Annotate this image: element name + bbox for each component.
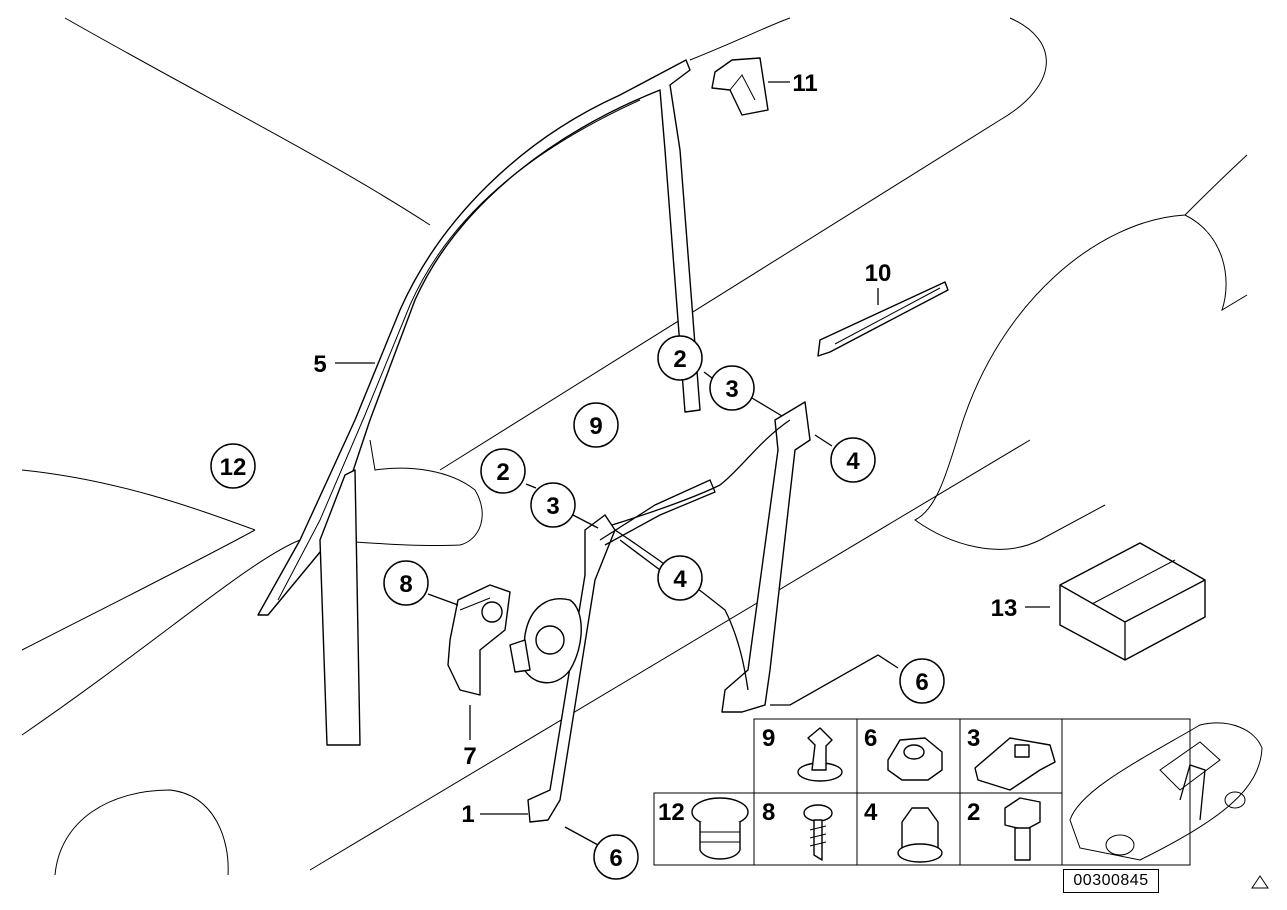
callout-9: 9 bbox=[589, 413, 602, 440]
callout-7: 7 bbox=[463, 743, 476, 770]
callout-10: 10 bbox=[865, 260, 892, 287]
window-frame-part bbox=[257, 59, 701, 746]
callout-12: 12 bbox=[220, 454, 247, 481]
parts-grid: 9 6 3 12 8 4 2 bbox=[653, 718, 1263, 866]
grid-label-8: 8 bbox=[762, 799, 775, 826]
callout-3-upper: 3 bbox=[725, 376, 738, 403]
callout-3-lower: 3 bbox=[546, 493, 559, 520]
window-regulator-part bbox=[509, 401, 811, 823]
grid-label-12: 12 bbox=[658, 799, 685, 826]
callout-8: 8 bbox=[399, 571, 412, 598]
cage-nut-icon bbox=[897, 807, 943, 863]
grid-label-3: 3 bbox=[967, 725, 980, 752]
callout-labels: 5 11 10 7 1 13 bbox=[313, 70, 1017, 828]
clip-part-icon bbox=[797, 727, 843, 782]
window-motor-part bbox=[447, 584, 511, 696]
car-body-outline bbox=[21, 17, 1248, 876]
hex-nut-icon bbox=[887, 737, 943, 781]
callout-4-upper: 4 bbox=[846, 448, 860, 475]
repair-kit-box-part bbox=[1059, 542, 1206, 661]
callout-2-lower: 2 bbox=[496, 459, 509, 486]
callout-2-upper: 2 bbox=[673, 346, 686, 373]
callout-6-bottom: 6 bbox=[609, 845, 622, 872]
catalog-number: 00300845 bbox=[1063, 869, 1159, 893]
screw-icon bbox=[803, 804, 833, 861]
grid-label-9: 9 bbox=[762, 725, 775, 752]
callout-11: 11 bbox=[792, 70, 817, 97]
bracket-clip-icon bbox=[974, 737, 1056, 791]
callout-4-lower: 4 bbox=[673, 566, 687, 593]
trim-piece-part bbox=[711, 57, 769, 116]
circled-callouts: 2 3 9 4 12 2 3 4 8 6 6 bbox=[210, 335, 945, 880]
leader-lines bbox=[335, 81, 1050, 846]
grid-label-4: 4 bbox=[864, 799, 878, 826]
warning-triangle-icon bbox=[1251, 875, 1269, 889]
callout-1: 1 bbox=[461, 801, 474, 828]
cable-tie-part bbox=[817, 281, 949, 357]
grid-label-6: 6 bbox=[864, 725, 877, 752]
grid-label-2: 2 bbox=[967, 799, 980, 826]
callout-13: 13 bbox=[991, 595, 1018, 622]
hex-bolt-icon bbox=[1004, 797, 1041, 861]
plug-cap-icon bbox=[691, 797, 749, 860]
car-thumbnail-icon bbox=[1069, 722, 1263, 861]
callout-5: 5 bbox=[313, 351, 326, 378]
callout-6-right: 6 bbox=[915, 669, 928, 696]
